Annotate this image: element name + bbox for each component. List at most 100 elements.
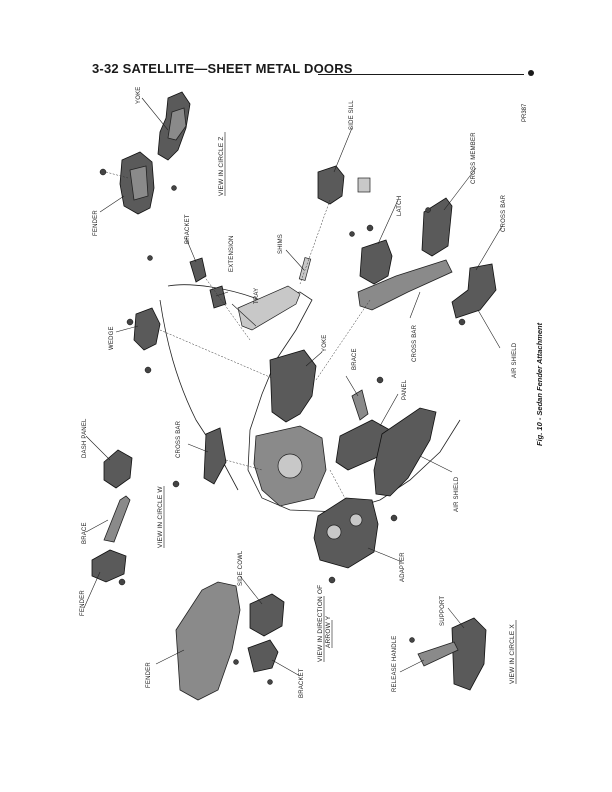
bolt-z-1 — [99, 168, 107, 176]
label-view-circle-z: VIEW IN CIRCLE Z — [218, 136, 225, 196]
release-handle-part — [417, 641, 459, 667]
assembly-path-6 — [329, 469, 347, 501]
label-view-circle-x: VIEW IN CIRCLE X — [509, 624, 516, 684]
leader-side-sill — [333, 127, 353, 173]
leader-cross-bar-center — [187, 443, 209, 453]
assembly-path-1 — [159, 329, 273, 379]
leader-brace-center — [345, 375, 359, 397]
fender-lower-outline — [159, 299, 239, 491]
leader-air-shield-center — [419, 455, 453, 473]
label-cross-bar-left: CROSS BAR — [176, 420, 182, 458]
leader-wedge — [115, 325, 139, 333]
bolt-w — [118, 578, 126, 586]
leader-tray — [231, 303, 257, 327]
cross-bar-assembly — [357, 259, 453, 311]
leader-brace-left — [85, 519, 109, 533]
support-opening — [277, 453, 303, 479]
adapter-group — [313, 497, 403, 569]
leader-adapter — [367, 547, 403, 563]
bolt-x — [409, 637, 415, 643]
label-tray: TRAY — [254, 288, 260, 304]
leader-dash-panel — [85, 435, 111, 461]
support-part — [451, 617, 487, 691]
label-yoke-top: YOKE — [136, 87, 142, 104]
view-y-group — [155, 575, 301, 701]
view-right-group — [317, 127, 503, 349]
label-bracket-top: BRACKET — [185, 214, 191, 244]
side-sill-part — [317, 165, 345, 205]
label-panel: PANEL — [402, 379, 408, 400]
yoke-plate-top — [167, 107, 187, 141]
bolt-center-3 — [144, 366, 152, 374]
fender-body-outline — [167, 284, 461, 513]
bolt-y-1 — [233, 659, 239, 665]
bracket-bottom-part — [247, 639, 279, 673]
label-air-shield-right: AIR SHIELD — [512, 342, 518, 378]
brace-left-part — [103, 495, 131, 543]
label-cross-member: CROSS MEMBER — [471, 132, 477, 184]
label-latch: LATCH — [397, 196, 403, 216]
leader-bracket-top — [185, 237, 197, 263]
leader-cross-bar-right — [475, 225, 503, 271]
figure-caption: Fig. 10 - Sedan Fender Attachment — [535, 322, 544, 446]
leader-fender-left — [83, 571, 101, 609]
assembly-path-2 — [203, 275, 251, 341]
page-header: 3-32 SATELLITE—SHEET METAL DOORS — [92, 61, 542, 83]
leader-air-shield-right — [477, 309, 501, 349]
label-cross-bar-right: CROSS BAR — [501, 194, 507, 232]
leader-yoke-top — [141, 97, 169, 131]
bolt-center-5 — [172, 480, 180, 488]
air-shield-center-part — [373, 407, 437, 497]
brace-center-part — [351, 389, 369, 421]
wedge-part — [133, 307, 161, 351]
latch-part — [359, 239, 393, 285]
leader-fender-top — [99, 195, 125, 213]
bolt-center-1 — [126, 318, 134, 326]
leader-release-handle — [399, 659, 425, 673]
label-fender-left: FENDER — [80, 590, 86, 616]
label-view-circle-w: VIEW IN CIRCLE W — [157, 486, 164, 548]
bolt-right-3 — [458, 318, 466, 326]
label-support: SUPPORT — [440, 596, 446, 626]
leader-yoke-center — [305, 351, 323, 367]
bolt-center-7 — [328, 576, 336, 584]
leader-fender-bottom — [155, 649, 185, 665]
bracket-top-part — [189, 257, 207, 283]
label-side-cowl: SIDE COWL — [238, 550, 244, 586]
leader-cross-bar-lower — [409, 291, 421, 319]
label-bracket-bottom: BRACKET — [299, 668, 305, 698]
leader-shims — [285, 249, 305, 271]
assembly-path-3 — [299, 199, 331, 285]
label-adapter: ADAPTER — [400, 552, 406, 582]
fender-left-part — [91, 549, 127, 583]
header-bullet — [528, 70, 534, 76]
bolt-right-2 — [425, 207, 431, 213]
bolt-z-2 — [171, 185, 177, 191]
label-view-direction-y-1: VIEW IN DIRECTION OF — [317, 585, 324, 662]
extension-part — [209, 285, 227, 309]
bolt-center-2 — [147, 255, 153, 261]
side-sill-clip — [357, 177, 371, 193]
view-z-group — [99, 91, 191, 215]
label-shims: SHIMS — [278, 234, 284, 254]
fender-bottom-part — [175, 581, 241, 701]
label-view-direction-y-2: ARROW Y — [325, 615, 332, 648]
bolt-right-1 — [349, 231, 355, 237]
bolt-center-6 — [390, 514, 398, 522]
leader-panel — [379, 393, 399, 427]
bolt-y-2 — [267, 679, 273, 685]
label-dash-panel: DASH PANEL — [82, 418, 88, 458]
cross-bar-right-part — [451, 263, 497, 319]
label-air-shield-center: AIR SHIELD — [454, 476, 460, 512]
label-fender-top: FENDER — [93, 210, 99, 236]
view-x-group — [399, 607, 487, 691]
label-yoke-center: YOKE — [322, 335, 328, 352]
cross-member-part — [421, 197, 453, 257]
label-brace-left: BRACE — [82, 522, 88, 544]
adapter-part — [313, 497, 379, 569]
label-extension: EXTENSION — [229, 236, 235, 272]
label-wedge: WEDGE — [109, 326, 115, 350]
figure-code: PR387 — [522, 103, 528, 122]
leader-support — [447, 607, 465, 629]
